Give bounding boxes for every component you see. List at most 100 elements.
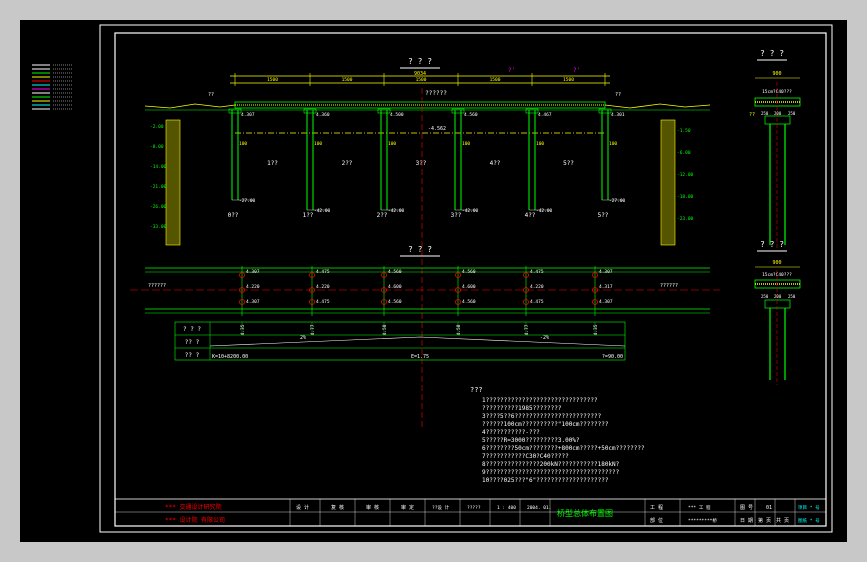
left-soil-elev: -21.00	[150, 184, 167, 190]
pier-bottom-elev: -42.00	[388, 208, 405, 214]
note-line: 10????025???"6"????????????????????	[482, 477, 609, 484]
left-soil-column	[165, 119, 181, 246]
org-name-2: *** 设计院 有限公司	[165, 516, 225, 524]
part-value: *********桥	[688, 517, 717, 524]
section1-dim-a: 250	[761, 111, 769, 116]
plan-mid-elev: 4.220	[530, 284, 544, 290]
pier-top-elev: 4.467	[538, 112, 552, 118]
pier-bottom-elev: -42.00	[536, 208, 553, 214]
tb-cell: 1 : 400	[497, 505, 516, 511]
stamp-1: 项目 * 号	[798, 505, 820, 511]
span-label: 5??	[563, 160, 574, 167]
part-label: 部 位	[650, 517, 663, 524]
plan-bot-elev: 4.307	[599, 299, 613, 305]
plan-left-label: ??????	[148, 283, 166, 289]
grade-line	[209, 336, 626, 347]
profile-header: ? ? ?	[183, 326, 201, 333]
section2-title: ? ? ?	[760, 240, 784, 249]
note-line: 3????5??6????????????????????????	[482, 413, 602, 420]
section1-dim-b: 200	[774, 111, 782, 116]
span-label: 3??	[416, 160, 427, 167]
plan-pile	[239, 272, 245, 278]
pier-dim: 100	[462, 141, 470, 147]
dim-label: 1500	[563, 77, 574, 83]
left-soil-elev: -14.00	[150, 164, 167, 170]
grade-right: -2%	[540, 335, 549, 341]
plan-mid-elev: 4.317	[599, 284, 613, 290]
plan-bot-elev: 4.475	[530, 299, 544, 305]
section1-title: ? ? ?	[760, 49, 784, 58]
left-station: K=10+8200.00	[212, 354, 248, 360]
note-line: 7???????????C30?C40?????	[482, 453, 569, 460]
pier-bottom-elev: -42.00	[314, 208, 331, 214]
note-line: ??????100cm??????????"100cm????????	[482, 421, 609, 428]
dim-label: 1500	[490, 77, 501, 83]
plan-top-elev: 4.307	[599, 269, 613, 275]
section2-cap	[764, 299, 791, 309]
pier-bottom-elev: -27.00	[239, 198, 256, 204]
plan-mid-elev: 4.220	[246, 284, 260, 290]
station-value: 4.58	[382, 324, 388, 335]
note-line: 4???????????-???	[482, 429, 540, 436]
plan-right-label: ??????	[660, 283, 678, 289]
magenta-mark: ?'	[573, 67, 580, 74]
piers: 4.307-27.000??1004.360-42.001??1004.500-…	[228, 108, 626, 219]
plan-piers: 4.307 4.220 4.307 4.475 4.220 4.475 4.560 4.600…	[239, 266, 613, 316]
tb-cell: ??设 计	[432, 504, 450, 511]
plan-pile	[592, 299, 598, 305]
span-label: 1??	[267, 160, 278, 167]
pier-dim: 100	[536, 141, 544, 147]
ground-left	[144, 103, 236, 109]
pier-cap	[377, 108, 391, 114]
sheet-label: 图 号	[740, 505, 753, 511]
grade-left: 2%	[300, 335, 306, 341]
date-label: 日 期	[740, 518, 753, 524]
page-label: 第 页	[758, 517, 771, 524]
sheet-no: 01	[766, 505, 772, 511]
left-soil-elev: -2.00	[150, 124, 164, 130]
plan-pile	[239, 299, 245, 305]
deck-label: ??????	[425, 90, 447, 97]
right-soil-elev: -1.50	[677, 128, 691, 134]
plan-title: ? ? ?	[408, 245, 432, 254]
pier-top-elev: 4.307	[241, 112, 255, 118]
plan-top-elev: 4.560	[388, 269, 402, 275]
center-elev: -4.562	[428, 126, 446, 132]
note-line: 6????????50cm????????+800cm?????+50cm???…	[482, 445, 645, 452]
pier-top-elev: 4.360	[316, 112, 330, 118]
right-end-label: ??	[615, 92, 621, 98]
plan-pile	[523, 299, 529, 305]
tb-role: 审 核	[366, 504, 379, 511]
pier-bottom-elev: -27.00	[609, 198, 626, 204]
section1-cap	[764, 115, 791, 125]
plan-top-elev: 4.475	[316, 269, 330, 275]
ground-right	[604, 103, 711, 109]
total-label: 共 页	[776, 517, 789, 524]
right-soil-elev: -12.00	[677, 172, 694, 178]
pier-label: 4??	[525, 212, 536, 219]
profile-table	[174, 321, 626, 361]
station-value: 4.77	[524, 324, 530, 335]
layer-legend	[32, 64, 72, 110]
left-soil-elev: -33.00	[150, 224, 167, 230]
pier-label: 1??	[303, 212, 314, 219]
plan-pile	[381, 272, 387, 278]
pier-top-elev: 4.500	[390, 112, 404, 118]
proj-value: *** 工 程	[688, 504, 711, 511]
soil-elevs: -2.00-8.00-14.00-21.00-26.00-33.00-1.50-…	[150, 124, 694, 230]
plan-bot-elev: 4.560	[462, 299, 476, 305]
plan-mid-elev: 4.600	[462, 284, 476, 290]
section2-dim-a: 250	[761, 294, 769, 299]
plan-pile	[523, 287, 529, 293]
plan-mid-elev: 4.600	[388, 284, 402, 290]
plan-pile	[592, 287, 598, 293]
plan-bot-elev: 4.475	[316, 299, 330, 305]
dim-label: 1500	[342, 77, 353, 83]
section1-side: ??	[749, 112, 755, 118]
plan-top-elev: 4.560	[462, 269, 476, 275]
note-line: ??????????1985????????	[482, 405, 562, 412]
